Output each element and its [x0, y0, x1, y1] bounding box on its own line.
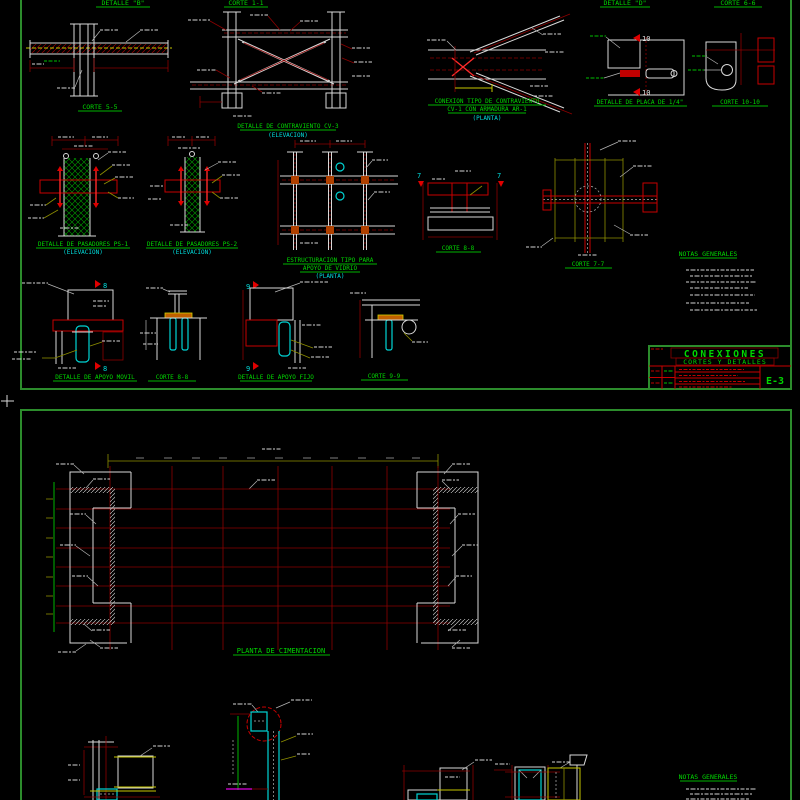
plan-title: PLANTA DE CIMENTACION: [237, 647, 326, 655]
apoyo-fijo-title: DETALLE DE APOYO FIJO: [238, 374, 314, 381]
ps2-title: DETALLE DE PASADORES PS-2: [147, 241, 238, 248]
title-block: CONEXIONES CORTES Y DETALLES E-3: [648, 345, 792, 390]
detail-corte-10-10: CORTE 6-6 CORTE 10-10: [688, 0, 775, 107]
bottom-detail-1: [68, 736, 170, 800]
bottom-detail-3: [402, 759, 492, 800]
apoyo-movil-title: DETALLE DE APOYO MOVIL: [55, 374, 135, 381]
detail-pasadores-ps2: DETALLE DE PASADORES PS-2 (ELEVACION): [146, 136, 240, 256]
sheet2-border: [20, 409, 792, 800]
corte-6-6-title: CORTE 6-6: [720, 0, 755, 7]
detalle-b-title: DETALLE "B": [101, 0, 144, 7]
estructuracion-subtitle: (PLANTA): [316, 273, 345, 280]
plan-cimentacion: PLANTA DE CIMENTACION: [46, 448, 479, 656]
conexion-title-1: CONEXION TIPO DE CONTRAVIENTO: [435, 98, 540, 105]
detail-corte-8-8-bottom: CORTE 8-8: [140, 287, 207, 382]
bottom-detail-4: [494, 754, 588, 800]
corte-7-7-title: CORTE 7-7: [572, 261, 605, 268]
corte-1-1-title: CORTE 1-1: [228, 0, 263, 7]
marker-7-left: 7: [417, 172, 421, 180]
estructuracion-title-1: ESTRUCTURACION TIPO PARA: [287, 257, 374, 264]
flag-9-top: [253, 281, 259, 289]
notas-2-title: NOTAS GENERALES: [679, 773, 738, 781]
placa-title: DETALLE DE PLACA DE 1/4": [597, 99, 684, 106]
flag-10-bottom: [633, 88, 640, 96]
cv3-subtitle: (ELEVACION): [268, 132, 308, 139]
cv3-title: DETALLE DE CONTRAVIENTO CV-3: [237, 123, 339, 130]
detail-conexion-cv1-ar1: CONEXION TIPO DE CONTRAVIENTO CV-1 CON A…: [427, 13, 573, 122]
detail-corte-5-5: DETALLE "B" CORTE 5-5: [26, 0, 172, 112]
ps1-title: DETALLE DE PASADORES PS-1: [38, 241, 129, 248]
left-footing: [56, 463, 132, 653]
flag-9-bottom: [253, 362, 259, 370]
detail-apoyo-fijo: 9 9 DETALLE DE APOYO FIJO: [238, 281, 332, 382]
detail-corte-7-7: CORTE 7-7: [526, 140, 658, 269]
conexion-title-2: CV-1 CON ARMADURA AR-1: [447, 106, 527, 113]
detail-contraviento-cv3: CORTE 1-1 DETALLE DE CONTRAVIENTO CV-3 (…: [188, 0, 372, 139]
right-footing: [416, 463, 479, 649]
flag-9-bottom-label: 9: [246, 365, 250, 373]
detail-estructuracion-vidrio: ESTRUCTURACION TIPO PARA APOYO DE VIDRIO…: [277, 140, 398, 280]
corte-10-10-title: CORTE 10-10: [720, 99, 760, 106]
estructuracion-title-2: APOYO DE VIDRIO: [303, 265, 358, 272]
detalle-d-title: DETALLE "D": [603, 0, 646, 7]
titleblock-title-1: CONEXIONES: [684, 349, 766, 360]
flag-9-top-label: 9: [246, 283, 250, 291]
flag-10-bottom-label: 10: [642, 89, 650, 97]
corte-9-9-title: CORTE 9-9: [368, 373, 401, 380]
flag-10-top-label: 10: [642, 35, 650, 43]
flag-8-top: [95, 280, 101, 288]
bottom-detail-2: [226, 699, 313, 800]
flag-8-bottom: [95, 362, 101, 370]
detail-pasadores-ps1: DETALLE DE PASADORES PS-1 (ELEVACION): [28, 136, 134, 256]
detail-placa: DETALLE "D" 10 10 DETALLE DE PLACA DE 1/…: [586, 0, 687, 107]
sheet1-border: [20, 0, 792, 390]
flag-8-bottom-label: 8: [103, 365, 107, 373]
notas-generales-2: NOTAS GENERALES: [679, 773, 756, 800]
conexion-subtitle: (PLANTA): [473, 115, 502, 122]
detail-apoyo-movil: 8 8 DETALLE DE APOYO MOVIL: [12, 280, 137, 382]
fold-mark-icon: [1, 395, 14, 407]
corte-8-8-mid-title: CORTE 8-8: [442, 245, 475, 252]
titleblock-title-2: CORTES Y DETALLES: [683, 358, 767, 366]
corte-5-5-title: CORTE 5-5: [82, 103, 117, 111]
marker-7-right: 7: [497, 172, 501, 180]
sheet-number: E-3: [766, 376, 784, 387]
ps1-subtitle: (ELEVACION): [63, 249, 103, 256]
flag-8-top-label: 8: [103, 282, 107, 290]
ps2-subtitle: (ELEVACION): [172, 249, 212, 256]
notas-1-title: NOTAS GENERALES: [679, 250, 738, 258]
notas-generales-1: NOTAS GENERALES: [679, 250, 757, 311]
detail-corte-9-9: CORTE 9-9: [350, 292, 428, 381]
flag-10-top: [633, 34, 640, 42]
corte-8-8-bottom-title: CORTE 8-8: [156, 374, 189, 381]
detail-corte-8-8-mid: 7 7 CORTE 8-8: [417, 170, 504, 253]
